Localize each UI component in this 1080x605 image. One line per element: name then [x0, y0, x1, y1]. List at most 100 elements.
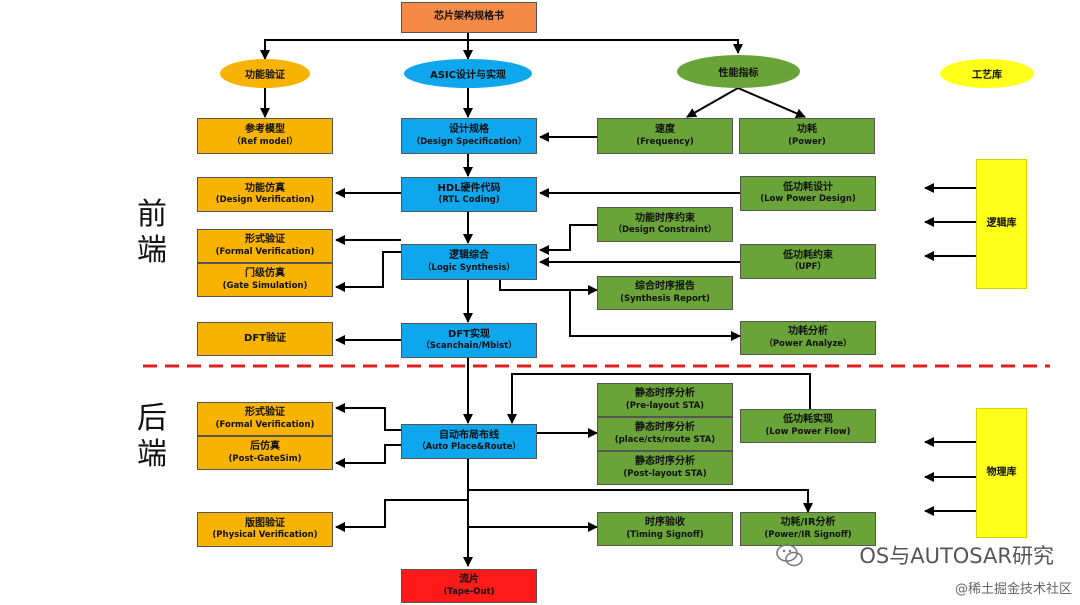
formal2-en: (Formal Verification): [215, 419, 315, 430]
lpd-en: (Low Power Design): [760, 194, 856, 205]
process-lib-label: 工艺库: [972, 70, 1002, 81]
phys-verif-box: 版图验证 (Physical Verification): [197, 512, 333, 547]
post-sim-box: 后仿真 (Post-GateSim): [197, 436, 333, 470]
sr-cn: 综合时序报告: [635, 281, 695, 293]
watermark-account: OS与AUTOSAR研究: [859, 544, 1054, 568]
dft-impl-cn: DFT实现: [448, 328, 490, 340]
logic-lib-label: 逻辑库: [986, 217, 1017, 229]
dc-en: （Design Constraint）: [613, 225, 717, 236]
pir-cn: 功耗/IR分析: [780, 517, 836, 529]
gate-sim-cn: 门级仿真: [245, 268, 285, 280]
dft-verif-cn: DFT验证: [244, 332, 286, 344]
design-verif-en: (Design Verification): [215, 195, 315, 206]
dc-cn: 功能时序约束: [635, 212, 695, 224]
sta-pre-cn: 静态时序分析: [635, 388, 695, 400]
sta-cts-en: (place/cts/route STA): [614, 434, 716, 445]
tapeout-box: 流片 (Tape-Out): [401, 569, 537, 603]
low-power-flow-box: 低功耗实现 (Low Power Flow): [740, 409, 876, 443]
speed-box: 速度 (Frequency): [597, 118, 733, 154]
design-spec-box: 设计规格 （Design Specification）: [401, 118, 537, 154]
chip-spec-label: 芯片架构规格书: [434, 11, 504, 23]
apr-box: 自动布局布线 （Auto Place&Route）: [401, 424, 537, 459]
front-char-1: 前: [137, 197, 167, 232]
tapeout-cn: 流片: [459, 574, 479, 586]
func-verify-label: 功能验证: [245, 70, 285, 81]
power-analyze-box: 功耗分析 （Power Analyze）: [740, 321, 876, 355]
post-sim-en: (Post-GateSim): [228, 453, 302, 464]
back-char-2: 端: [137, 437, 167, 472]
rtl-en: (RTL Coding): [438, 195, 500, 206]
design-spec-en: （Design Specification）: [411, 136, 527, 147]
formal1-cn: 形式验证: [245, 234, 285, 246]
dft-impl-box: DFT实现 （Scanchain/Mbist）: [401, 323, 537, 358]
upf-cn: 低功耗约束: [783, 249, 833, 261]
back-char-1: 后: [137, 401, 167, 436]
sta-cts-cn: 静态时序分析: [635, 422, 695, 434]
synth-box: 逻辑综合 （Logic Synthesis）: [401, 244, 537, 280]
apr-cn: 自动布局布线: [439, 429, 499, 441]
dft-verif-box: DFT验证: [197, 322, 333, 356]
power-cn: 功耗: [797, 124, 817, 136]
pa-cn: 功耗分析: [788, 326, 828, 338]
rtl-cn: HDL硬件代码: [437, 182, 501, 194]
formal1-en: (Formal Verification): [215, 246, 315, 257]
sta-post-cn: 静态时序分析: [635, 456, 695, 468]
sta-cts-box: 静态时序分析 (place/cts/route STA): [597, 417, 733, 451]
power-ir-box: 功耗/IR分析 (Power/IR Signoff): [740, 512, 876, 546]
speed-en: (Frequency): [636, 136, 694, 147]
synth-en: （Logic Synthesis）: [423, 262, 515, 273]
func-verify-ellipse: 功能验证: [220, 59, 310, 88]
low-power-design-box: 低功耗设计 (Low Power Design): [740, 176, 876, 211]
sr-en: (Synthesis Report): [620, 293, 710, 304]
ts-en: (Timing Signoff): [626, 529, 704, 540]
sta-post-en: (Post-layout STA): [623, 468, 707, 479]
apr-en: （Auto Place&Route）: [417, 442, 521, 453]
formal2-cn: 形式验证: [245, 407, 285, 419]
upf-box: 低功耗约束 （UPF）: [740, 244, 876, 279]
pa-en: （Power Analyze）: [764, 338, 852, 349]
power-en: (Power): [788, 136, 826, 147]
asic-label: ASIC设计与实现: [429, 70, 506, 81]
front-char-2: 端: [137, 233, 167, 268]
synth-cn: 逻辑综合: [449, 250, 489, 262]
sta-pre-en: (Pre-layout STA): [625, 400, 705, 411]
back-end-label: 后 端: [137, 404, 167, 470]
post-sim-cn: 后仿真: [250, 441, 280, 453]
rtl-box: HDL硬件代码 (RTL Coding): [401, 177, 537, 212]
phys-lib-label: 物理库: [986, 466, 1017, 478]
power-box: 功耗 (Power): [739, 118, 875, 154]
formal-verif-box-2: 形式验证 (Formal Verification): [197, 402, 333, 436]
synth-report-box: 综合时序报告 (Synthesis Report): [597, 276, 733, 310]
phys-verif-en: (Physical Verification): [212, 530, 318, 541]
dft-impl-en: （Scanchain/Mbist）: [421, 341, 517, 352]
tapeout-en: (Tape-Out): [443, 586, 495, 597]
lpd-cn: 低功耗设计: [783, 181, 833, 193]
lpf-cn: 低功耗实现: [783, 414, 833, 426]
design-spec-cn: 设计规格: [449, 124, 489, 136]
design-constraint-box: 功能时序约束 （Design Constraint）: [597, 207, 733, 242]
design-verif-box: 功能仿真 (Design Verification): [197, 177, 333, 212]
process-lib-ellipse: 工艺库: [940, 59, 1034, 88]
chip-spec-box: 芯片架构规格书: [401, 2, 537, 33]
design-verif-cn: 功能仿真: [245, 182, 285, 194]
wechat-icon: [776, 544, 803, 567]
sta-post-box: 静态时序分析 (Post-layout STA): [597, 451, 733, 485]
logic-lib-box: 逻辑库: [976, 159, 1027, 289]
lpf-en: (Low Power Flow): [765, 426, 851, 437]
gate-sim-box: 门级仿真 (Gate Simulation): [197, 263, 333, 297]
upf-en: （UPF）: [790, 262, 826, 273]
timing-signoff-box: 时序验收 (Timing Signoff): [597, 512, 733, 546]
watermark-site: @稀土掘金技术社区: [954, 582, 1072, 597]
speed-cn: 速度: [655, 124, 675, 136]
perf-label: 性能指标: [718, 68, 759, 79]
pir-en: (Power/IR Signoff): [764, 529, 852, 540]
asic-ellipse: ASIC设计与实现: [404, 59, 532, 88]
formal-verif-box-1: 形式验证 (Formal Verification): [197, 229, 333, 263]
ts-cn: 时序验收: [645, 517, 685, 529]
phys-lib-box: 物理库: [976, 408, 1027, 538]
perf-ellipse: 性能指标: [677, 55, 800, 88]
ref-model-box: 参考模型 （Ref model）: [197, 118, 333, 154]
ref-model-en: （Ref model）: [232, 136, 298, 147]
sta-pre-box: 静态时序分析 (Pre-layout STA): [597, 383, 733, 417]
